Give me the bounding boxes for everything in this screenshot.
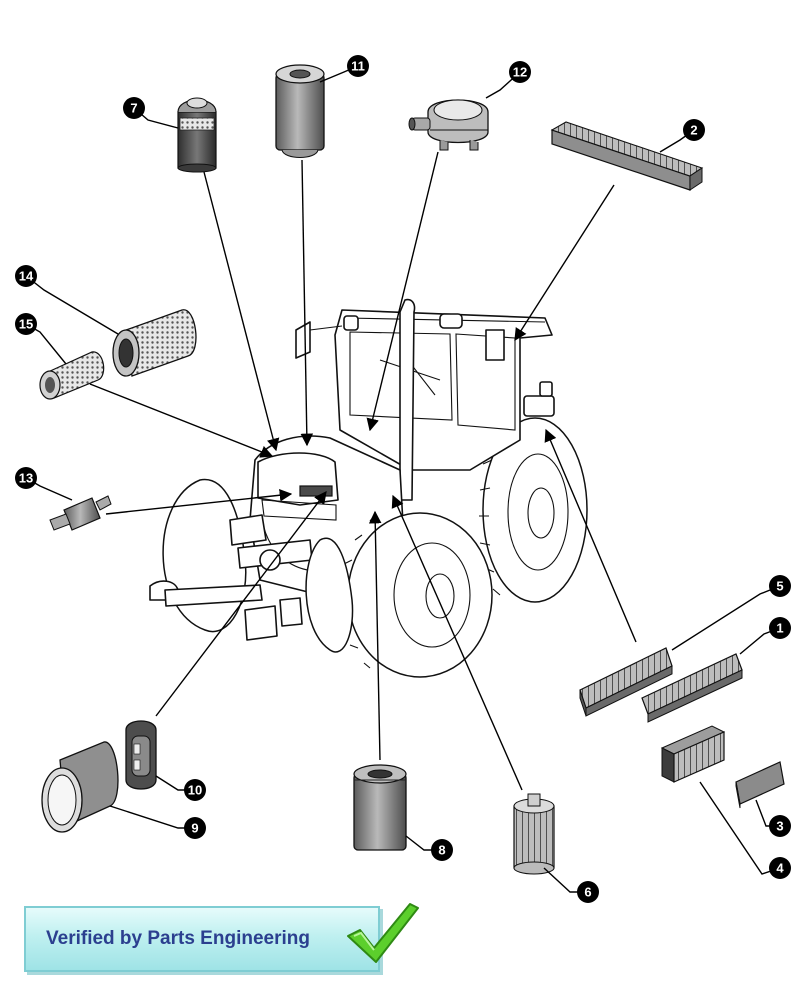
svg-text:4: 4: [776, 861, 784, 876]
part-14-air-filter-primary[interactable]: [112, 309, 197, 377]
front-right-wheel: [340, 512, 493, 678]
part-6-cartridge-filter[interactable]: [513, 793, 555, 875]
svg-text:5: 5: [776, 579, 783, 594]
part-8-oil-filter[interactable]: [353, 764, 407, 851]
part-1-panel-filter[interactable]: [641, 653, 743, 723]
callout-4[interactable]: 4: [769, 857, 791, 879]
svg-text:6: 6: [584, 885, 591, 900]
callout-8[interactable]: 8: [431, 839, 453, 861]
callout-13[interactable]: 13: [15, 467, 37, 489]
leader-lines: [89, 151, 637, 791]
callout-1[interactable]: 1: [769, 617, 791, 639]
tractor-illustration: [149, 298, 588, 678]
svg-text:14: 14: [19, 269, 34, 284]
svg-text:15: 15: [19, 317, 33, 332]
verified-banner: Verified by Parts Engineering: [24, 906, 380, 972]
svg-text:11: 11: [351, 59, 365, 74]
check-mark-icon: [347, 903, 419, 963]
part-12-breather[interactable]: [408, 99, 489, 151]
callout-10[interactable]: 10: [184, 779, 206, 801]
callout-15[interactable]: 15: [15, 313, 37, 335]
part-5-panel-filter[interactable]: [579, 647, 673, 717]
part-7-filter-canister[interactable]: [177, 97, 217, 173]
svg-text:2: 2: [690, 123, 697, 138]
callout-5[interactable]: 5: [769, 575, 791, 597]
svg-text:10: 10: [188, 783, 202, 798]
callout-11[interactable]: 11: [347, 55, 369, 77]
svg-text:9: 9: [191, 821, 198, 836]
callout-2[interactable]: 2: [683, 119, 705, 141]
rear-left-wheel: [162, 478, 247, 633]
part-2-cab-filter[interactable]: [550, 121, 704, 191]
front-left-wheel: [305, 537, 354, 653]
part-9-oval-air-element[interactable]: [41, 741, 119, 833]
callout-6[interactable]: 6: [577, 881, 599, 903]
part-3-flat-panel[interactable]: [735, 761, 785, 809]
part-15-air-filter-safety[interactable]: [39, 351, 105, 400]
part-10-oval-element[interactable]: [125, 720, 157, 790]
verified-text: Verified by Parts Engineering: [46, 928, 310, 949]
svg-text:7: 7: [130, 101, 137, 116]
part-13-inline-filter[interactable]: [49, 495, 112, 531]
callout-3[interactable]: 3: [769, 815, 791, 837]
svg-text:3: 3: [776, 819, 783, 834]
callout-7[interactable]: 7: [123, 97, 145, 119]
svg-text:12: 12: [513, 65, 527, 80]
part-11-spin-on-filter[interactable]: [275, 64, 325, 158]
callout-9[interactable]: 9: [184, 817, 206, 839]
callouts: 7 11 12 2 14 15 13 10 9 8 6 5 1 3 4: [15, 55, 791, 903]
callout-14[interactable]: 14: [15, 265, 37, 287]
svg-text:8: 8: [438, 843, 445, 858]
part-4-box-filter[interactable]: [660, 725, 726, 783]
svg-text:1: 1: [776, 621, 783, 636]
svg-text:13: 13: [19, 471, 33, 486]
callout-12[interactable]: 12: [509, 61, 531, 83]
